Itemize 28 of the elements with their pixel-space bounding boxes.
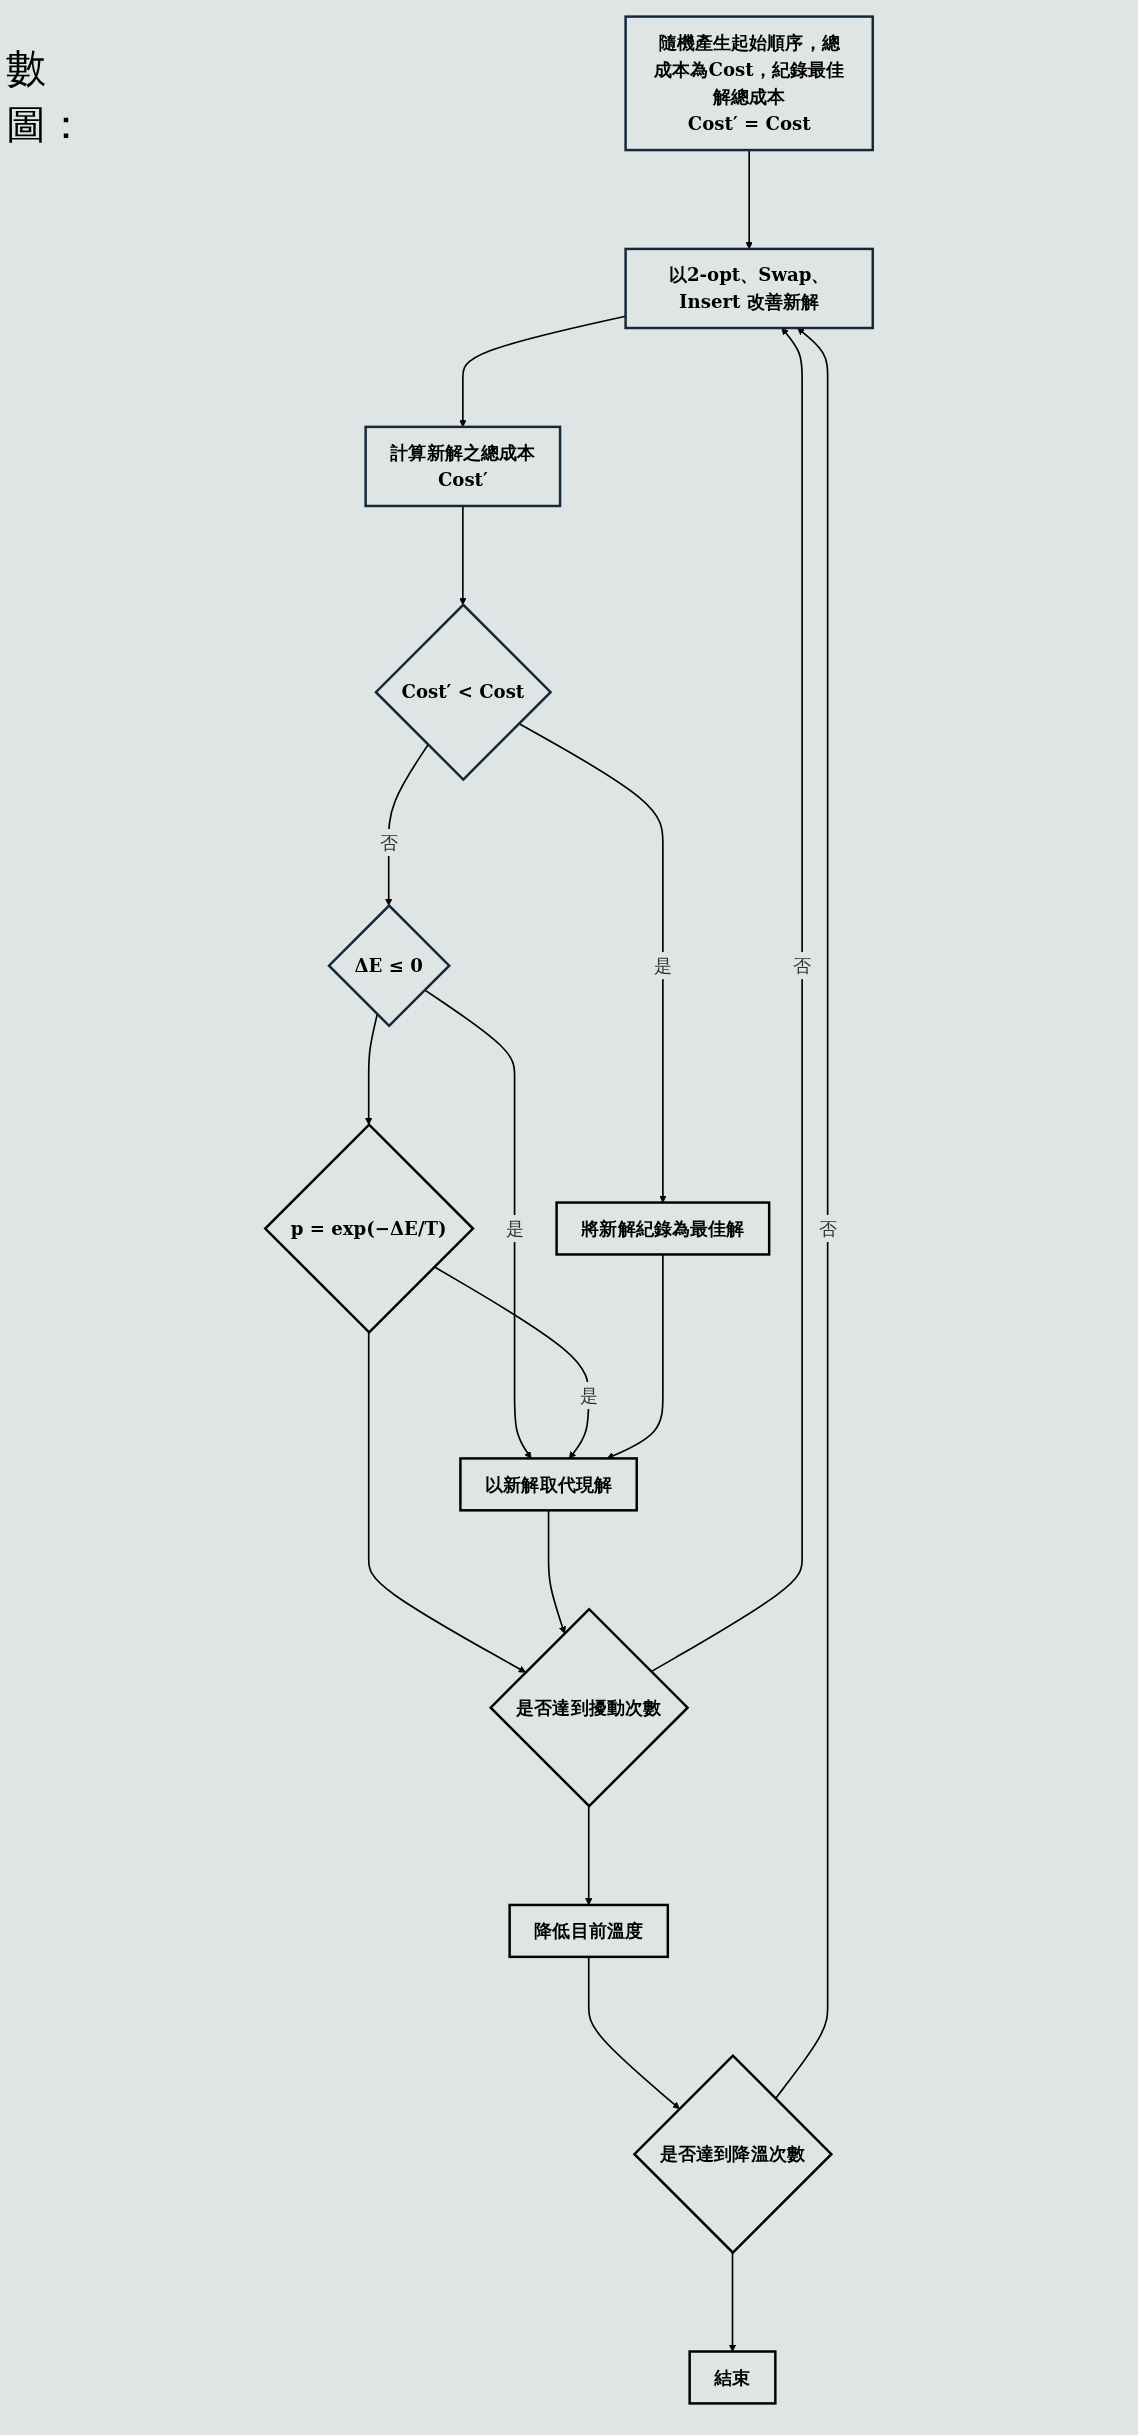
arrow <box>365 1013 379 1125</box>
edge-label: 否 <box>793 955 812 976</box>
node-box: 降低目前溫度 <box>508 1903 670 1959</box>
arrow <box>367 1331 526 1673</box>
note-text: 數 <box>6 44 47 93</box>
node-diamond: 是否達到降溫次數 <box>632 2054 834 2255</box>
edge-label: 是 <box>653 955 672 976</box>
edge-label: 是 <box>505 1218 524 1239</box>
arrow <box>728 2251 737 2352</box>
edge-label: 否 <box>818 1218 837 1239</box>
node-diamond: 是否達到擾動次數 <box>488 1607 690 1808</box>
node-box: 計算新解之總成本 Cost′ <box>364 425 562 508</box>
edge-label: 否 <box>379 832 398 853</box>
node-box: 結束 <box>688 2350 777 2405</box>
node-diamond: ΔE ≤ 0 <box>327 903 451 1028</box>
node-box: 將新解紀錄為最佳解 <box>555 1201 771 1256</box>
note-text: 圖： <box>6 100 86 149</box>
arrow <box>423 989 532 1459</box>
arrow <box>459 505 467 606</box>
node-box: 以新解取代現解 <box>459 1457 638 1512</box>
node-diamond: p = exp(−ΔE/T) <box>263 1122 475 1335</box>
arrow <box>433 1266 590 1459</box>
node-diamond: Cost′ < Cost <box>374 603 553 782</box>
node-box: 隨機產生起始順序，總成本為Cost，紀錄最佳解總成本 Cost′ = Cost <box>624 15 874 152</box>
arrow <box>587 1956 680 2110</box>
arrow <box>518 722 667 1203</box>
edge-label: 是 <box>579 1385 598 1406</box>
node-box: 以2-opt、Swap、Insert 改善新解 <box>624 247 874 330</box>
